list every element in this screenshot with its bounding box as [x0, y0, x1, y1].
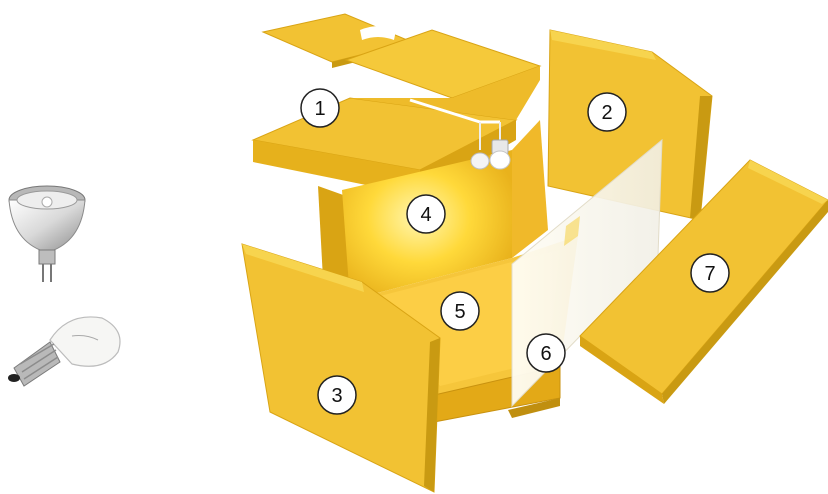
- callout-label-3: 3: [331, 385, 342, 407]
- e14-incandescent-bulb-icon: [8, 317, 120, 386]
- callout-label-5: 5: [454, 301, 465, 323]
- mr16-halogen-bulb-icon: [9, 186, 85, 282]
- callout-3: 3: [318, 376, 356, 414]
- callout-4: 4: [407, 195, 445, 233]
- callout-label-6: 6: [540, 343, 551, 365]
- callout-5: 5: [441, 292, 479, 330]
- callout-2: 2: [588, 93, 626, 131]
- callout-label-2: 2: [601, 102, 612, 124]
- callout-label-7: 7: [704, 263, 715, 285]
- callout-label-4: 4: [420, 204, 431, 226]
- callout-1: 1: [301, 89, 339, 127]
- callout-7: 7: [691, 254, 729, 292]
- callout-label-1: 1: [314, 98, 325, 120]
- callout-6: 6: [527, 334, 565, 372]
